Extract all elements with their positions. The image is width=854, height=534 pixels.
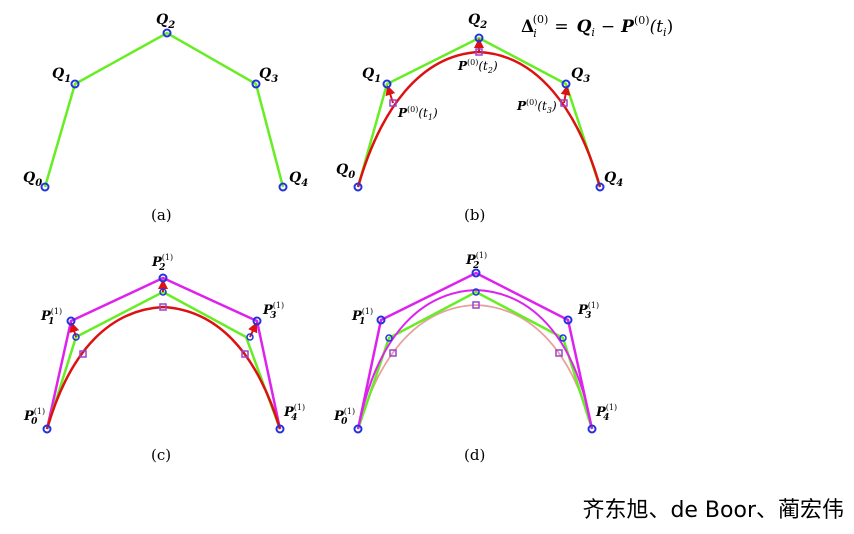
point-label: Q1 xyxy=(52,66,71,85)
control-point xyxy=(474,33,484,43)
control-polygon xyxy=(45,290,282,430)
panel-caption: (a) xyxy=(151,206,172,224)
point-label: Q2 xyxy=(156,12,175,31)
curve-points xyxy=(79,303,249,358)
point-label: P(1)1 xyxy=(40,307,62,327)
panel-c: P(1)0 P(1)1 P(1)2 P(1)3 P(1)4 (c) xyxy=(23,253,305,464)
control-point xyxy=(376,315,386,325)
curve-points xyxy=(389,48,568,107)
point-label: P(1)3 xyxy=(262,301,284,321)
point-label: P(1)3 xyxy=(577,301,599,321)
point-label: Q4 xyxy=(289,170,308,189)
control-point xyxy=(158,273,168,283)
initial-curve xyxy=(357,304,593,430)
point-label: P(1)2 xyxy=(465,251,487,271)
control-point xyxy=(252,316,262,326)
panel-a: Q0 Q1 Q2 Q3 Q4 (a) xyxy=(23,12,308,224)
bspline-curve xyxy=(45,305,282,430)
curve-point xyxy=(389,99,397,107)
curve-point xyxy=(241,350,249,358)
control-point xyxy=(162,28,172,38)
control-point xyxy=(66,316,76,326)
control-polygon xyxy=(43,31,285,188)
panel-b: Q0 Q1 Q2 Q3 Q4 P(0)(t1) P(0)(t2) P(0)(t3… xyxy=(336,12,623,224)
control-points xyxy=(353,33,605,192)
control-point xyxy=(563,315,573,325)
point-label: Q3 xyxy=(259,66,278,85)
control-point xyxy=(70,79,80,89)
curve-point xyxy=(79,350,87,358)
panel-caption: (b) xyxy=(464,206,485,224)
updated-control-polygon xyxy=(356,271,594,430)
point-label: Q2 xyxy=(468,12,487,31)
point-label: P(1)0 xyxy=(23,407,45,427)
point-label: P(1)4 xyxy=(283,403,305,423)
control-points xyxy=(40,28,288,192)
control-point xyxy=(275,424,285,434)
control-point xyxy=(353,424,363,434)
control-points xyxy=(42,273,285,434)
point-label: P(1)4 xyxy=(595,403,617,423)
curve-point-label: P(0)(t3) xyxy=(516,98,557,115)
point-label: Q1 xyxy=(362,66,381,85)
curve-point-label: P(0)(t2) xyxy=(457,58,498,75)
curve-point xyxy=(560,99,568,107)
point-label: Q4 xyxy=(604,170,623,189)
curve-point xyxy=(475,48,483,56)
difference-arrow xyxy=(69,322,80,338)
control-point xyxy=(72,333,80,341)
control-point xyxy=(472,288,480,296)
control-point xyxy=(587,424,597,434)
control-point xyxy=(246,333,254,341)
updated-control-polygon xyxy=(45,276,282,430)
panel-caption: (c) xyxy=(151,446,171,464)
curve-point xyxy=(472,301,480,309)
control-point xyxy=(251,79,261,89)
curve-point xyxy=(159,303,167,311)
formula: Δi(0)=Qi−P(0)(ti) xyxy=(521,13,673,40)
point-label: Q3 xyxy=(571,66,590,85)
point-label: P(1)2 xyxy=(151,253,173,273)
control-point xyxy=(40,182,50,192)
control-point xyxy=(382,79,392,89)
curve-points xyxy=(389,301,563,357)
curve-point-label: P(0)(t1) xyxy=(397,105,438,122)
control-point xyxy=(159,288,167,296)
point-label: Q0 xyxy=(336,162,355,181)
panel-d: P(1)0 P(1)1 P(1)2 P(1)3 P(1)4 (d) xyxy=(333,251,617,464)
credit-text: 齐东旭、de Boor、蔺宏伟 xyxy=(582,498,844,523)
curve-point xyxy=(555,349,563,357)
curve-point xyxy=(389,349,397,357)
control-point xyxy=(561,79,571,89)
control-point xyxy=(559,334,567,342)
control-points xyxy=(353,268,597,434)
panel-caption: (d) xyxy=(464,446,485,464)
control-point xyxy=(385,334,393,342)
control-point xyxy=(278,182,288,192)
control-point xyxy=(353,182,363,192)
control-point xyxy=(42,424,52,434)
point-label: P(1)1 xyxy=(351,307,373,327)
point-label: Q0 xyxy=(23,170,42,189)
control-polygon xyxy=(356,290,594,430)
point-label: P(1)0 xyxy=(333,407,355,427)
updated-curve xyxy=(357,288,593,430)
control-point xyxy=(595,182,605,192)
control-point xyxy=(471,268,481,278)
